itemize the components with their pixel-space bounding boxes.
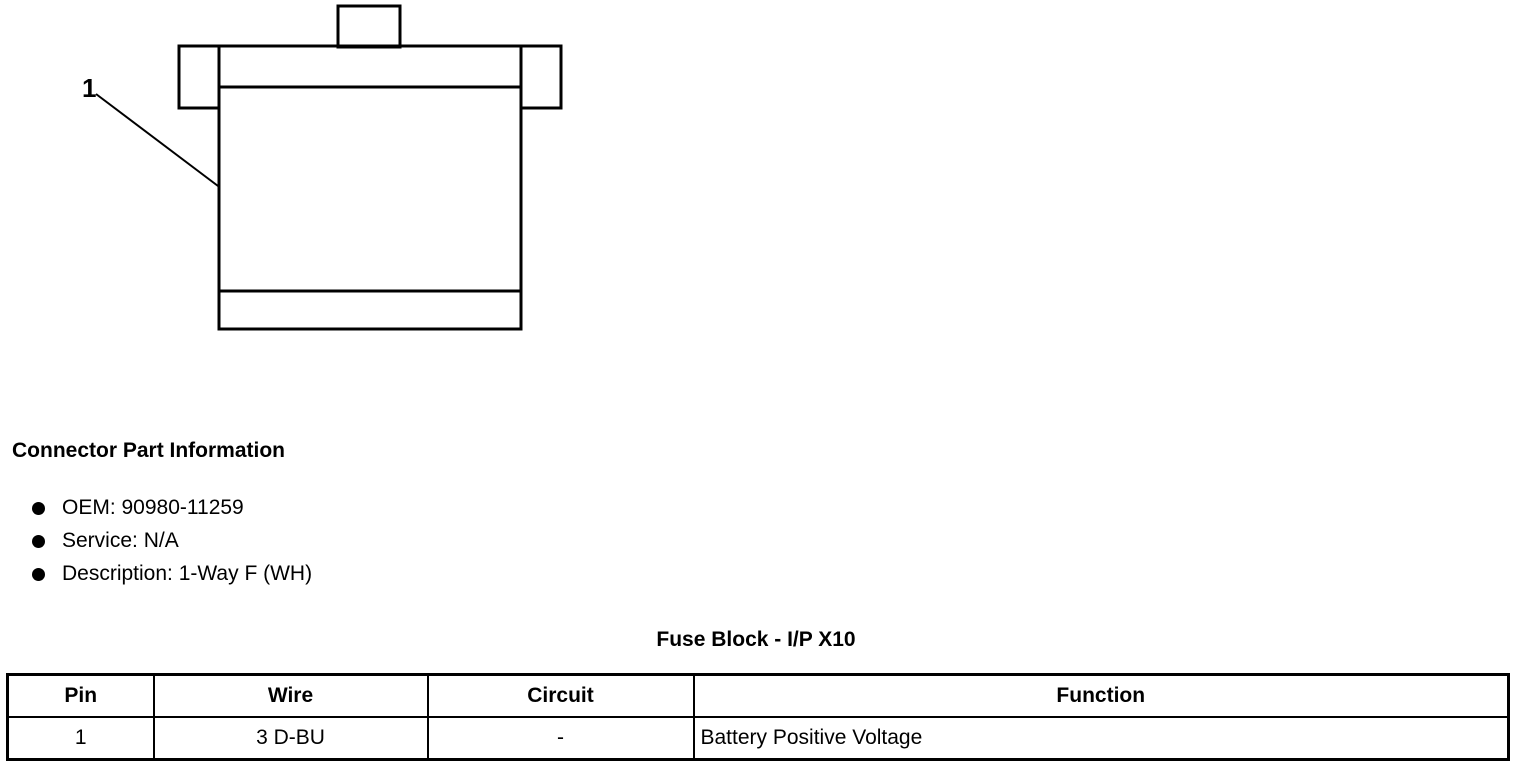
part-info-list: OEM: 90980-11259 Service: N/A Descriptio… xyxy=(30,494,312,593)
connector-right-ear xyxy=(519,44,563,110)
callout-label-1: 1 xyxy=(82,73,96,103)
pinout-table-title: Fuse Block - I/P X10 xyxy=(656,628,856,651)
connector-latch-tab xyxy=(336,4,402,49)
cell-wire: 3 D-BU xyxy=(152,716,429,761)
connector-part-info-heading: Connector Part Information xyxy=(12,439,286,462)
cell-circuit: - xyxy=(426,716,695,761)
cell-function: Battery Positive Voltage xyxy=(692,716,1510,761)
cell-pin: 1 xyxy=(6,716,155,761)
connector-face-diagram: 1 xyxy=(82,4,563,331)
bullet-icon xyxy=(32,502,45,515)
pinout-table: Pin Wire Circuit Function 1 3 D-BU - Bat… xyxy=(6,673,1510,761)
bullet-icon xyxy=(32,535,45,548)
table-row: 1 3 D-BU - Battery Positive Voltage xyxy=(6,716,1510,761)
connector-body xyxy=(217,44,523,331)
connector-left-ear xyxy=(177,44,221,110)
part-info-service: Service: N/A xyxy=(30,527,312,560)
part-info-description: Description: 1-Way F (WH) xyxy=(30,560,312,593)
part-info-service-text: Service: N/A xyxy=(62,529,179,552)
part-info-oem-text: OEM: 90980-11259 xyxy=(62,496,244,519)
header-pin: Pin xyxy=(6,673,155,718)
part-info-description-text: Description: 1-Way F (WH) xyxy=(62,562,313,585)
header-circuit: Circuit xyxy=(426,673,695,718)
callout-leader-line xyxy=(95,93,219,187)
bullet-icon xyxy=(32,568,45,581)
header-wire: Wire xyxy=(152,673,429,718)
header-function: Function xyxy=(692,673,1510,718)
part-info-oem: OEM: 90980-11259 xyxy=(30,494,312,527)
pinout-header-row: Pin Wire Circuit Function xyxy=(6,673,1510,718)
